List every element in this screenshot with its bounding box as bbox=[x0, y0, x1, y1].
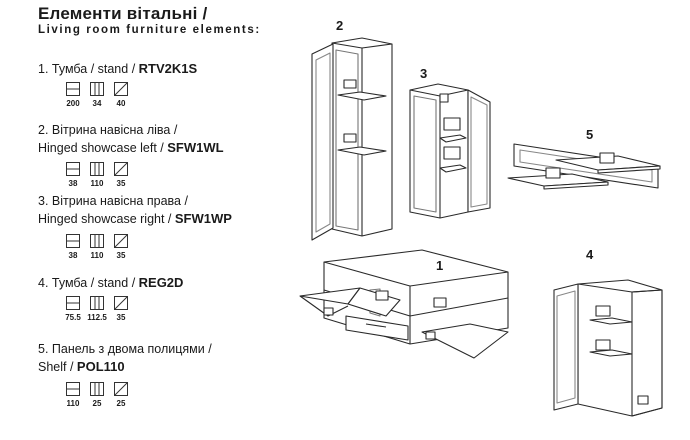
item-5-code: POL110 bbox=[76, 359, 125, 374]
depth-icon bbox=[114, 234, 128, 248]
height-icon bbox=[90, 162, 104, 176]
drawing-tv-stand bbox=[299, 249, 509, 359]
height-icon bbox=[90, 234, 104, 248]
height-dimension: 110 bbox=[82, 162, 112, 188]
depth-dimension: 35 bbox=[106, 162, 136, 188]
height-dimension: 112.5 bbox=[82, 296, 112, 322]
item-4-label: 4. Тумба / stand / REG2D bbox=[38, 275, 184, 290]
depth-icon bbox=[114, 82, 128, 96]
width-icon bbox=[66, 82, 80, 96]
page-subtitle: Living room furniture elements: bbox=[38, 24, 261, 36]
drawing-showcase-left bbox=[311, 37, 393, 241]
height-icon bbox=[90, 82, 104, 96]
drawing-label-4: 4 bbox=[586, 247, 594, 262]
height-dimension: 25 bbox=[82, 382, 112, 408]
height-dimension: 110 bbox=[82, 234, 112, 260]
drawing-shelf-panel bbox=[507, 143, 661, 190]
page-title: Елементи вітальні / bbox=[38, 4, 208, 23]
drawing-label-1: 1 bbox=[436, 258, 444, 273]
height-icon bbox=[90, 296, 104, 310]
width-dimension: 110 bbox=[58, 382, 88, 408]
depth-dimension: 35 bbox=[106, 296, 136, 322]
height-dimension: 34 bbox=[82, 82, 112, 108]
width-dimension: 38 bbox=[58, 234, 88, 260]
width-icon bbox=[66, 296, 80, 310]
item-4-code: REG2D bbox=[138, 275, 184, 290]
drawing-label-3: 3 bbox=[420, 66, 428, 81]
width-dimension: 200 bbox=[58, 82, 88, 108]
item-1-code: RTV2K1S bbox=[138, 61, 198, 76]
width-dimension: 38 bbox=[58, 162, 88, 188]
item-3-code: SFW1WP bbox=[174, 211, 232, 226]
item-2-label: 2. Вітрина навісна ліва / Hinged showcas… bbox=[38, 123, 224, 155]
drawing-label-5: 5 bbox=[586, 127, 594, 142]
depth-dimension: 40 bbox=[106, 82, 136, 108]
width-icon bbox=[66, 162, 80, 176]
drawing-tall-stand bbox=[553, 279, 663, 417]
item-2-code: SFW1WL bbox=[167, 140, 224, 155]
depth-icon bbox=[114, 296, 128, 310]
item-1-label: 1. Тумба / stand / RTV2K1S bbox=[38, 61, 198, 76]
width-dimension: 75.5 bbox=[58, 296, 88, 322]
width-icon bbox=[66, 382, 80, 396]
depth-icon bbox=[114, 382, 128, 396]
width-icon bbox=[66, 234, 80, 248]
item-3-label: 3. Вітрина навісна права / Hinged showca… bbox=[38, 194, 232, 226]
drawing-showcase-right bbox=[409, 83, 491, 219]
item-5-label: 5. Панель з двома полицями / Shelf / POL… bbox=[38, 342, 212, 374]
depth-dimension: 25 bbox=[106, 382, 136, 408]
depth-icon bbox=[114, 162, 128, 176]
drawing-label-2: 2 bbox=[336, 18, 344, 33]
height-icon bbox=[90, 382, 104, 396]
depth-dimension: 35 bbox=[106, 234, 136, 260]
